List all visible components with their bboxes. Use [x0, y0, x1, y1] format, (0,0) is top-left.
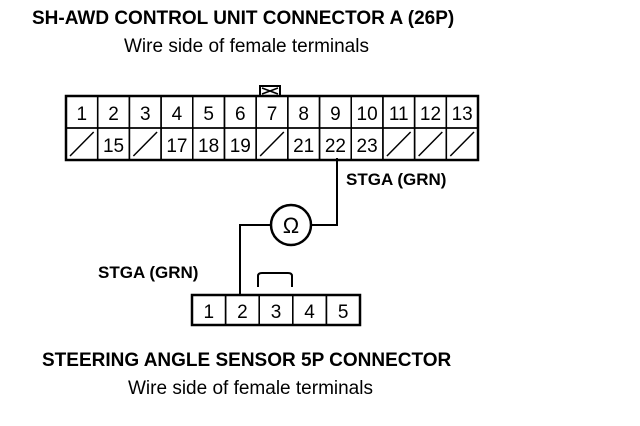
connector-a-pin-label: 5	[203, 104, 214, 125]
connector-a-pin-label: 2	[108, 104, 119, 125]
sensor-connector-pin-label: 2	[237, 302, 248, 323]
sensor-connector-pin-label: 4	[304, 302, 315, 323]
connector-a-pin-label: 18	[198, 136, 219, 157]
sensor-connector-pin-label: 1	[204, 302, 215, 323]
ohmmeter: Ω	[269, 203, 313, 247]
sensor-connector-pin-label: 5	[338, 302, 349, 323]
connector-a-pin-label: 1	[77, 104, 88, 125]
sensor-connector-latch	[257, 272, 293, 287]
connector-a-pin-label: 6	[235, 104, 246, 125]
connector-a-latch-mark	[261, 87, 279, 95]
connector-a-pin-label: 15	[103, 136, 124, 157]
connector-a-pin-label: 8	[298, 104, 309, 125]
connector-a-subtitle: Wire side of female terminals	[124, 36, 369, 57]
ohmmeter-circle	[269, 203, 313, 247]
connector-a-pin-label: 22	[325, 136, 346, 157]
connector-a-empty-cavity-mark	[418, 131, 443, 157]
connector-a-pin-label: 9	[330, 104, 341, 125]
connector-a-pin-label: 13	[452, 104, 473, 125]
connector-a-pin-label: 12	[420, 104, 441, 125]
sensor-connector-subtitle: Wire side of female terminals	[128, 378, 373, 399]
connector-a-empty-cavity-mark	[386, 131, 412, 157]
wire-stga-a	[311, 158, 338, 226]
sensor-connector-pin-label: 3	[271, 302, 282, 323]
connector-a-pin-label: 23	[357, 136, 378, 157]
wire-label-connector-a: STGA (GRN)	[346, 170, 446, 189]
connector-a-pin-label: 21	[293, 136, 314, 157]
connector-a-empty-cavity-mark	[132, 131, 158, 157]
connector-a-outline	[64, 94, 480, 162]
wire-stga-sensor	[239, 224, 271, 295]
connector-a-pin-label: 19	[230, 136, 251, 157]
connector-a-pin-label: 3	[140, 104, 151, 125]
sensor-connector-block: 1 2 3 4 5	[190, 272, 362, 327]
connector-a-pin-label: 11	[389, 104, 409, 125]
connector-a-pin-label: 7	[267, 104, 278, 125]
wire-label-sensor: STGA (GRN)	[98, 263, 198, 282]
connector-a-pin-label: 10	[357, 104, 378, 125]
sensor-connector-outline	[190, 293, 362, 327]
connector-a-title: SH-AWD CONTROL UNIT CONNECTOR A (26P)	[32, 8, 454, 29]
ohm-icon: Ω	[283, 213, 299, 238]
connector-a-empty-cavity-mark	[449, 131, 475, 157]
connector-a-pin-label: 17	[166, 136, 187, 157]
connector-a-empty-cavity-mark	[69, 131, 95, 157]
sensor-connector-title: STEERING ANGLE SENSOR 5P CONNECTOR	[42, 350, 452, 371]
connector-a-empty-cavity-mark	[259, 131, 285, 157]
connector-a-pin-label: 4	[172, 104, 183, 125]
